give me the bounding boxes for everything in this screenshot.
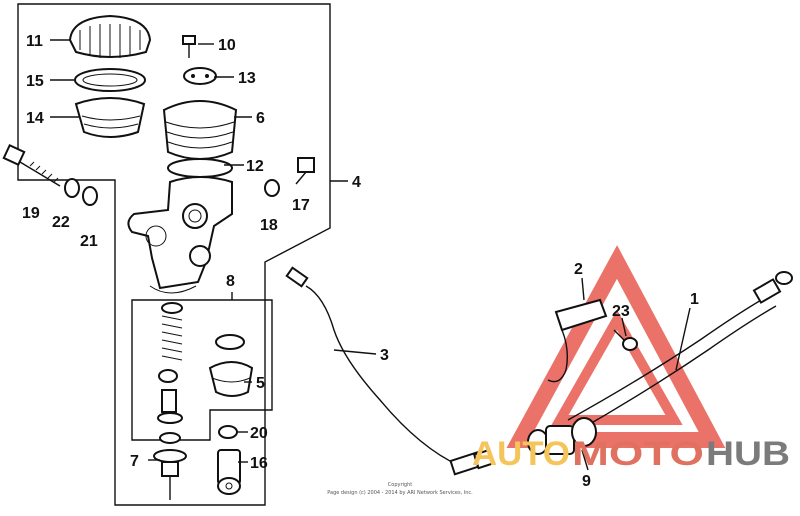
- label-2: 2: [574, 261, 583, 278]
- label-15: 15: [26, 73, 44, 90]
- label-4: 4: [352, 174, 361, 191]
- label-9: 9: [582, 473, 591, 490]
- bolt-17: [295, 157, 315, 185]
- label-6: 6: [256, 110, 265, 127]
- label-11: 11: [26, 33, 43, 50]
- label-5: 5: [256, 375, 265, 392]
- cap-seal-ring: [74, 68, 146, 92]
- part-number-labels: 11 15 14 10 13 6 12 4 19 22 21 18 17 8 5…: [22, 33, 699, 490]
- lock-nut-20: [218, 425, 238, 439]
- label-17: 17: [292, 197, 310, 214]
- hose-bracket-2: [547, 298, 608, 383]
- clutch-hose-3: [285, 266, 496, 476]
- label-1: 1: [690, 291, 699, 308]
- diaphragm: [74, 97, 146, 138]
- label-10: 10: [218, 37, 236, 54]
- watermark-auto: AUTO: [472, 435, 570, 473]
- copyright-line-1: Copyright: [388, 482, 412, 488]
- leader-lines: [50, 39, 691, 471]
- piston-spring-assembly: [157, 302, 183, 424]
- washer-18: [264, 179, 280, 197]
- washer-21: [82, 186, 98, 206]
- bolt-19: [2, 143, 61, 187]
- label-23: 23: [612, 303, 630, 320]
- label-21: 21: [80, 233, 98, 250]
- master-cylinder-body: [127, 176, 233, 294]
- screw-10: [182, 35, 196, 58]
- diaphragm-plate: [183, 67, 217, 85]
- label-13: 13: [238, 70, 256, 87]
- label-22: 22: [52, 214, 70, 231]
- label-19: 19: [22, 205, 40, 222]
- watermark-hub: HUB: [706, 435, 790, 473]
- assembly-outline-8: [131, 299, 273, 441]
- o-ring-12: [167, 158, 233, 178]
- push-rod-7: [153, 432, 187, 500]
- watermark: AUTO MOTO HUB: [472, 435, 790, 473]
- dust-boot-5: [208, 334, 254, 397]
- clutch-hose-1: [567, 271, 793, 433]
- label-20: 20: [250, 425, 268, 442]
- label-14: 14: [26, 110, 44, 127]
- label-18: 18: [260, 217, 278, 234]
- hose-fitting-9: [527, 417, 597, 455]
- reservoir-cap: [68, 14, 152, 58]
- label-16: 16: [250, 455, 268, 472]
- watermark-moto: MOTO: [572, 435, 704, 473]
- label-7: 7: [130, 453, 139, 470]
- washer-22: [64, 178, 80, 198]
- bolt-23: [613, 329, 638, 351]
- clevis-16: [217, 449, 241, 495]
- label-3: 3: [380, 347, 389, 364]
- reservoir-boot: [162, 100, 238, 160]
- label-8: 8: [226, 273, 235, 290]
- label-12: 12: [246, 158, 264, 175]
- watermark-logo-icon: [506, 245, 726, 448]
- copyright-line-2: Page design (c) 2004 - 2014 by ARI Netwo…: [327, 490, 473, 496]
